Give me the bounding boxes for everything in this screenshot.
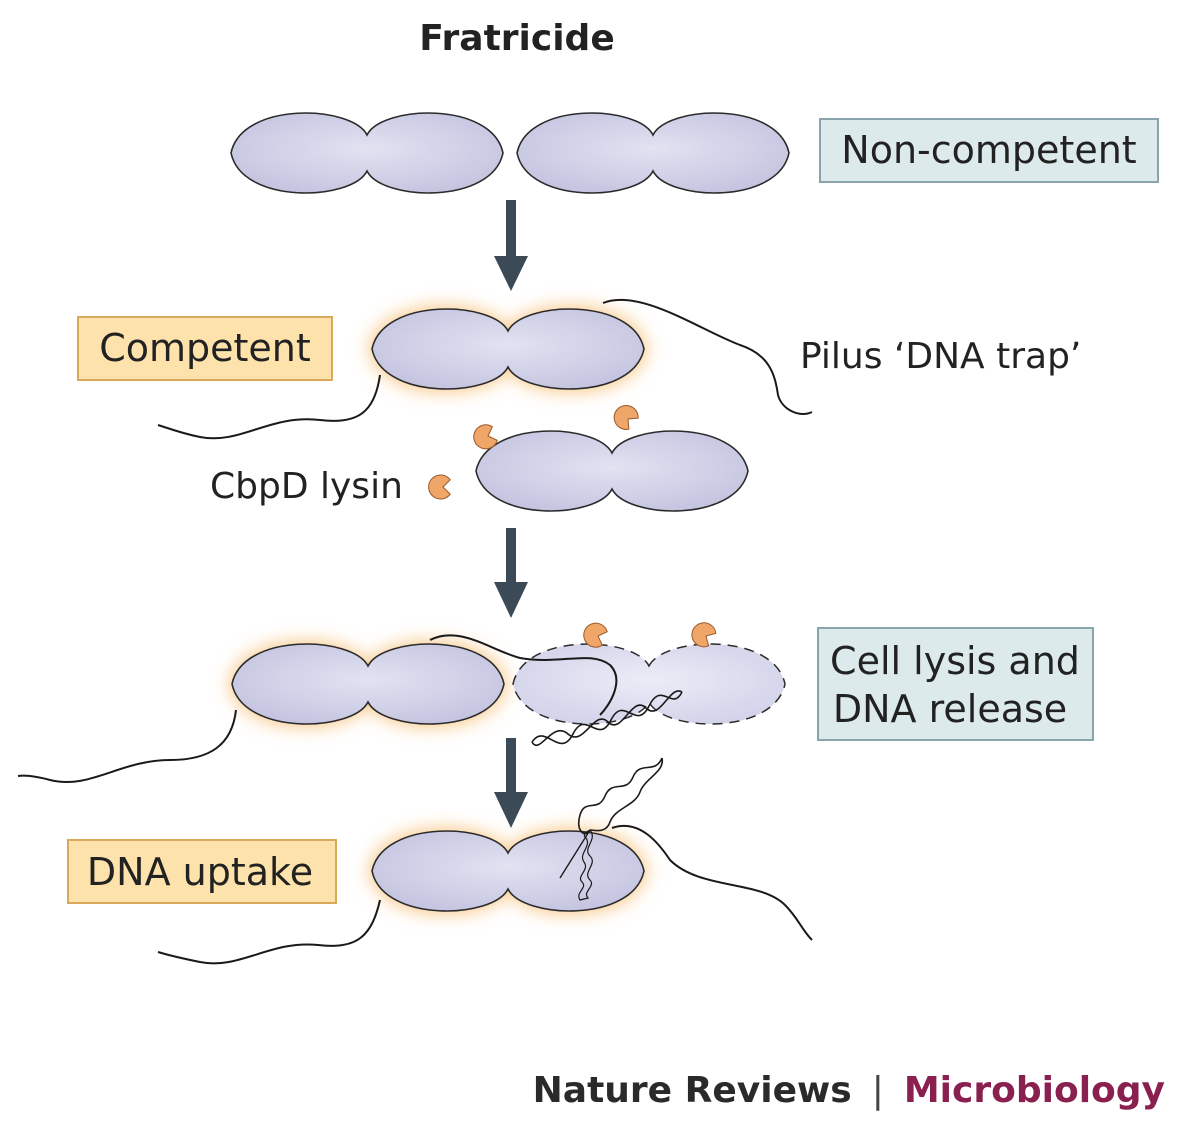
competent-cell-lysis bbox=[17, 641, 507, 783]
pilus-label: Pilus ‘DNA trap’ bbox=[800, 336, 1081, 377]
released-dna bbox=[531, 690, 683, 746]
figure-title: Fratricide bbox=[419, 18, 615, 59]
non-competent-label-box: Non-competent bbox=[819, 118, 1159, 183]
lysed-cell bbox=[512, 643, 786, 725]
pilus-uptake-right bbox=[611, 825, 813, 941]
non-competent-cell-right bbox=[516, 112, 790, 194]
uptake-dna bbox=[559, 757, 663, 901]
lysin-label: CbpD lysin bbox=[210, 466, 403, 507]
competent-label: Competent bbox=[99, 326, 311, 370]
lysis-label-box: Cell lysis and DNA release bbox=[817, 627, 1094, 741]
non-competent-cell-left bbox=[230, 112, 504, 194]
non-competent-label: Non-competent bbox=[841, 128, 1136, 172]
arrow-down-2 bbox=[494, 528, 528, 618]
pilus-right bbox=[602, 298, 813, 415]
lysin-bound-2 bbox=[608, 400, 642, 434]
pilus-left bbox=[157, 374, 381, 440]
lysis-label-line2: DNA release bbox=[833, 687, 1067, 731]
lysis-label-line1: Cell lysis and bbox=[830, 639, 1080, 683]
footer-journal: Nature Reviews bbox=[533, 1070, 852, 1111]
footer-separator: | bbox=[872, 1070, 884, 1111]
arrow-down-1 bbox=[494, 200, 528, 291]
arrow-down-3 bbox=[494, 738, 528, 828]
lysin-free-icon bbox=[428, 474, 451, 500]
uptake-cell bbox=[157, 757, 813, 965]
pilus-uptake-left bbox=[157, 899, 381, 965]
competent-label-box: Competent bbox=[77, 316, 333, 381]
uptake-label-box: DNA uptake bbox=[67, 839, 337, 904]
pilus-lysis-right bbox=[429, 634, 618, 716]
pilus-lysis-left bbox=[17, 709, 237, 783]
uptake-label: DNA uptake bbox=[87, 850, 313, 894]
footer: Nature Reviews | Microbiology bbox=[533, 1069, 1165, 1111]
competent-cell bbox=[157, 298, 813, 440]
target-cell bbox=[475, 430, 749, 512]
footer-section: Microbiology bbox=[904, 1070, 1165, 1111]
